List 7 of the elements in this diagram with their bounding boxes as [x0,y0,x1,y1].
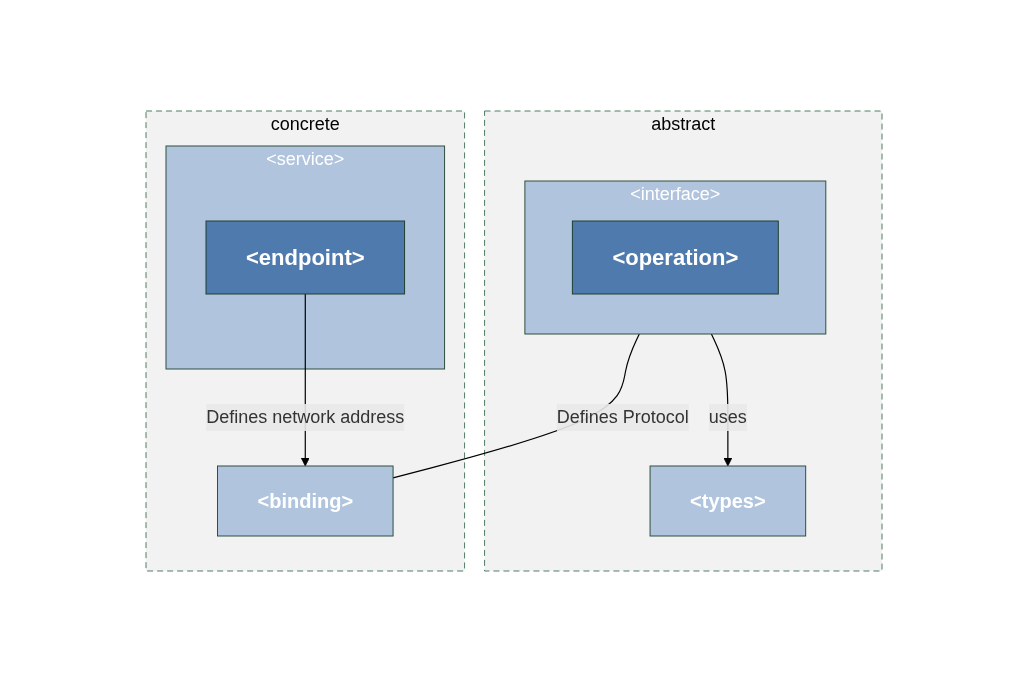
edge-label: Defines Protocol [556,406,689,427]
node-box: <binding> [216,465,394,536]
node-box: <endpoint> [205,220,405,294]
node-box: <types> [649,465,806,536]
edge-label: Defines network address [205,406,404,427]
node-box: <operation> [571,220,779,294]
edge-label: uses [708,406,747,427]
